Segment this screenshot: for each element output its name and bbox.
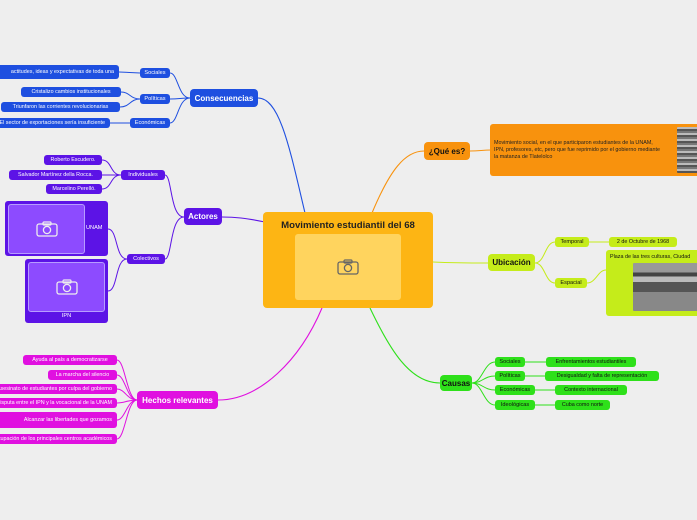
- causa-ideologicas-value[interactable]: Cuba como norte: [555, 400, 610, 410]
- causa-ideologicas-label[interactable]: Ideológicas: [495, 400, 535, 410]
- central-topic-title: Movimiento estudiantil del 68: [281, 220, 415, 231]
- consecuencia-sociales-label[interactable]: Sociales: [140, 68, 170, 78]
- que-es-node[interactable]: ¿Qué es?: [424, 142, 470, 160]
- actores-node[interactable]: Actores: [184, 208, 222, 225]
- ubicacion-node[interactable]: Ubicación: [488, 254, 535, 271]
- ipn-label: IPN: [61, 313, 72, 319]
- actor-individual-3[interactable]: Marcelino Perelló.: [46, 184, 102, 194]
- consecuencia-economicas-item[interactable]: El sector de exportaciones sería insufic…: [0, 118, 110, 128]
- espacial-value-box[interactable]: Plaza de las tres culturas, Ciudad: [606, 250, 697, 316]
- hecho-5[interactable]: Alcanzar las libertades que gozamos: [0, 412, 117, 428]
- causa-sociales-label[interactable]: Sociales: [495, 357, 525, 367]
- consecuencia-sociales-item[interactable]: actitudes, ideas y expectativas de toda …: [0, 65, 119, 79]
- causa-politicas-label[interactable]: Políticas: [495, 371, 525, 381]
- causa-economicas-label[interactable]: Económicas: [495, 385, 535, 395]
- que-es-text: Movimiento social, en el que participaro…: [494, 139, 661, 160]
- que-es-photo: [677, 127, 697, 173]
- temporal-node[interactable]: Temporal: [555, 237, 589, 247]
- ipn-card[interactable]: IPN: [25, 259, 108, 323]
- hecho-1[interactable]: Ayuda al país a democratizarse: [23, 355, 117, 365]
- temporal-value[interactable]: 2 de Octubre de 1968: [609, 237, 677, 247]
- unam-card[interactable]: UNAM: [5, 201, 108, 256]
- colectivos-node[interactable]: Colectivos: [127, 254, 165, 264]
- actor-individual-1[interactable]: Roberto Escudero.: [44, 155, 102, 165]
- camera-icon: [55, 279, 78, 295]
- ipn-image-placeholder[interactable]: [28, 262, 105, 312]
- central-image-placeholder[interactable]: [295, 234, 401, 300]
- causa-economicas-value[interactable]: Contexto internacional: [555, 385, 627, 395]
- causa-sociales-value[interactable]: Enfrentamientos estudiantiles: [546, 357, 636, 367]
- camera-icon: [337, 259, 359, 275]
- camera-icon: [35, 221, 58, 237]
- unam-label: UNAM: [86, 225, 103, 231]
- hecho-6[interactable]: Ocupación de los principales centros aca…: [0, 434, 117, 444]
- espacial-value: Plaza de las tres culturas, Ciudad: [610, 254, 691, 260]
- hecho-3[interactable]: Asesinato de estudiantes por culpa del g…: [0, 384, 117, 394]
- que-es-description[interactable]: Movimiento social, en el que participaro…: [490, 124, 697, 176]
- espacial-photo: [633, 263, 697, 311]
- consecuencias-node[interactable]: Consecuencias: [190, 89, 258, 107]
- consecuencia-politicas-label[interactable]: Políticas: [140, 94, 170, 104]
- consecuencia-politicas-item-1[interactable]: Cristalizo cambios institucionales: [21, 87, 121, 97]
- causas-node[interactable]: Causas: [440, 375, 472, 391]
- espacial-node[interactable]: Espacial: [555, 278, 587, 288]
- hecho-2[interactable]: La marcha del silencio: [48, 370, 117, 380]
- consecuencia-economicas-label[interactable]: Económicas: [130, 118, 170, 128]
- hecho-4[interactable]: Disputa entre el IPN y la vocacional de …: [0, 398, 117, 408]
- central-topic[interactable]: Movimiento estudiantil del 68: [263, 212, 433, 308]
- causa-politicas-value[interactable]: Desigualdad y falta de representación: [545, 371, 659, 381]
- actor-individual-2[interactable]: Salvador Martínez della Rocca.: [9, 170, 102, 180]
- unam-image-placeholder[interactable]: [8, 204, 85, 254]
- individuales-node[interactable]: Individuales: [121, 170, 165, 180]
- hechos-relevantes-node[interactable]: Hechos relevantes: [137, 391, 218, 409]
- consecuencia-politicas-item-2[interactable]: Triunfaron las corrientes revolucionaria…: [1, 102, 120, 112]
